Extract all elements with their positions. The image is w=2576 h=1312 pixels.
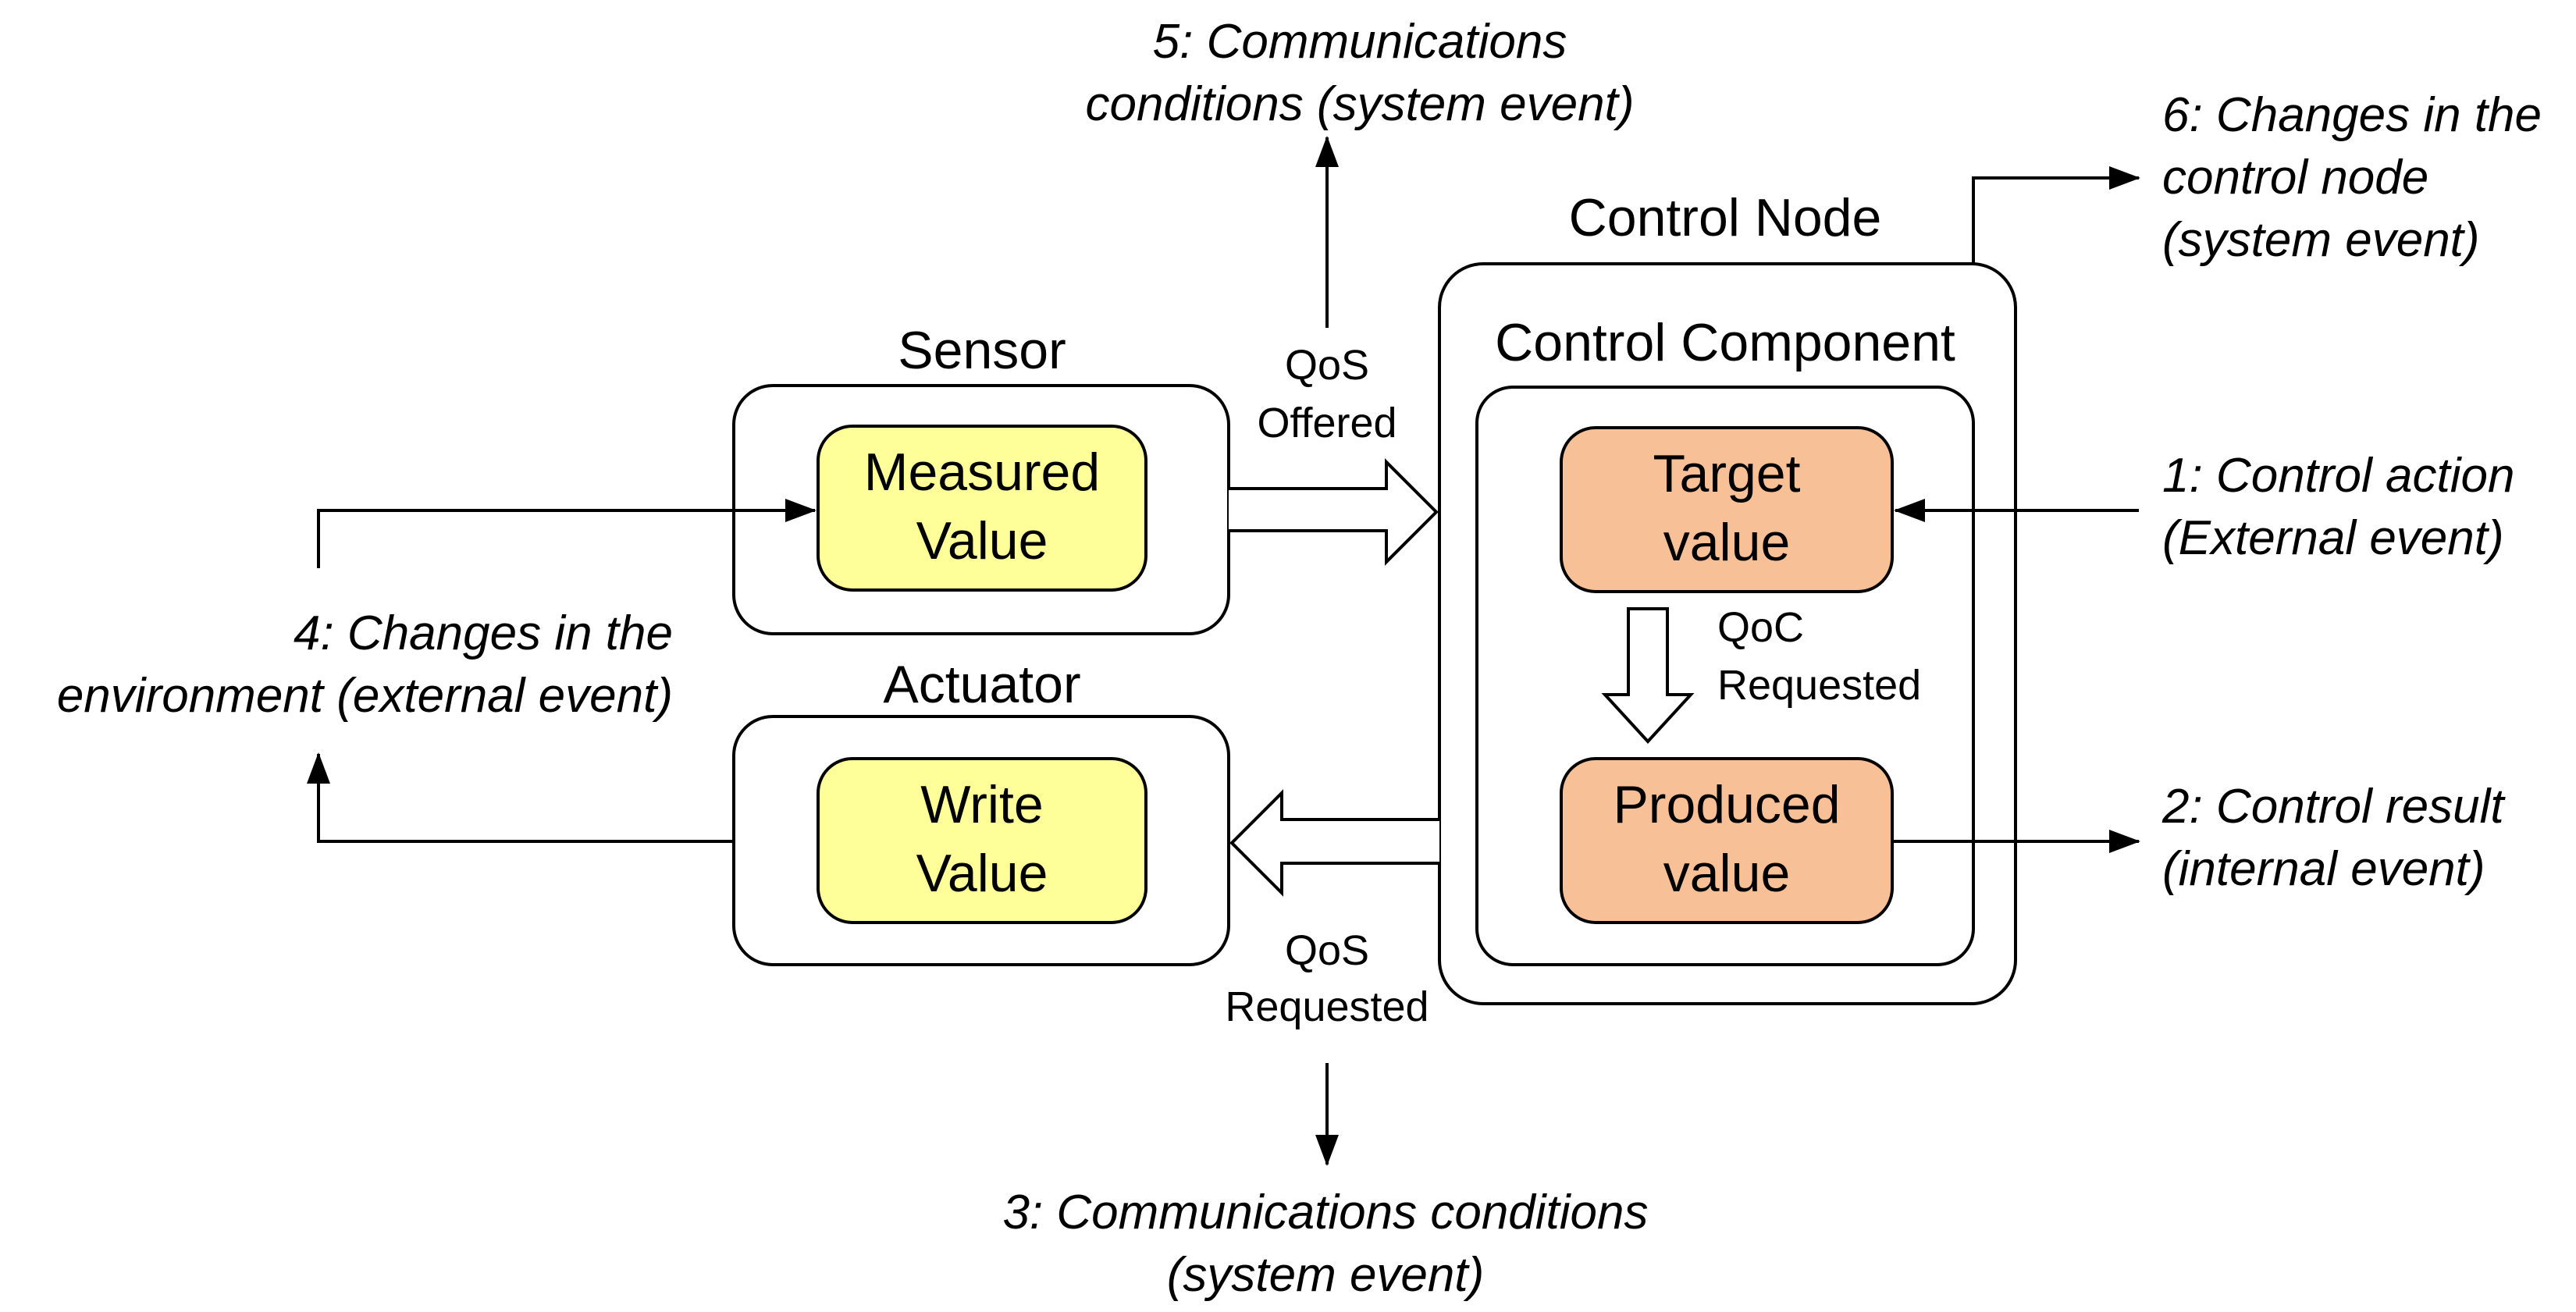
event-6-label-line1: 6: Changes in the [2162,88,2542,142]
event-3-label-line1: 3: Communications conditions [1002,1186,1648,1239]
event-6-arrow [1972,166,2140,264]
event-2-label-line1: 2: Control result [2161,780,2506,834]
event-5-label-line2: conditions (system event) [1086,77,1635,131]
qos-requested-arrow [1229,789,1439,897]
qoc-requested-label-line1: QoC [1717,604,1804,651]
qos-requested-label-line2: Requested [1225,983,1429,1030]
event-4-arrow-up [307,752,734,843]
event-5-label-line1: 5: Communications [1153,15,1567,69]
event-6-label-line2: control node [2162,151,2428,204]
actuator-title: Actuator [883,655,1080,714]
sensor-title: Sensor [898,321,1066,380]
qos-requested-label-line1: QoS [1285,927,1369,974]
control-node-title: Control Node [1569,188,1882,247]
qos-offered-label-line1: QoS [1285,342,1369,389]
event-3-label-line2: (system event) [1167,1248,1485,1302]
event-4-label-line2: environment (external event) [57,669,673,723]
qoc-requested-arrow [1601,607,1695,744]
measured-value-label-line2: Value [916,511,1048,571]
produced-value-label-line2: value [1663,844,1791,903]
write-value-label-line1: Write [920,775,1043,834]
qoc-requested-label-line2: Requested [1717,662,1921,709]
event-4-arrow-into-sensor [317,499,817,568]
target-value-label-line2: value [1663,513,1791,572]
event-1-label-line1: 1: Control action [2162,449,2514,503]
measured-value-box [817,425,1147,592]
qos-offered-label-line2: Offered [1257,400,1397,446]
measured-value-label-line1: Measured [864,443,1100,502]
qos-offered-arrow [1229,458,1439,566]
target-value-label-line1: Target [1653,444,1801,503]
produced-value-label-line1: Produced [1613,775,1840,834]
write-value-label-line2: Value [916,844,1048,903]
event-4-label-line1: 4: Changes in the [294,606,673,660]
event-6-label-line3: (system event) [2162,213,2480,267]
target-value-box [1560,426,1894,593]
write-value-box [817,757,1147,924]
event-1-label-line2: (External event) [2162,511,2504,565]
event-2-label-line2: (internal event) [2162,842,2485,896]
control-component-title: Control Component [1495,313,1955,372]
